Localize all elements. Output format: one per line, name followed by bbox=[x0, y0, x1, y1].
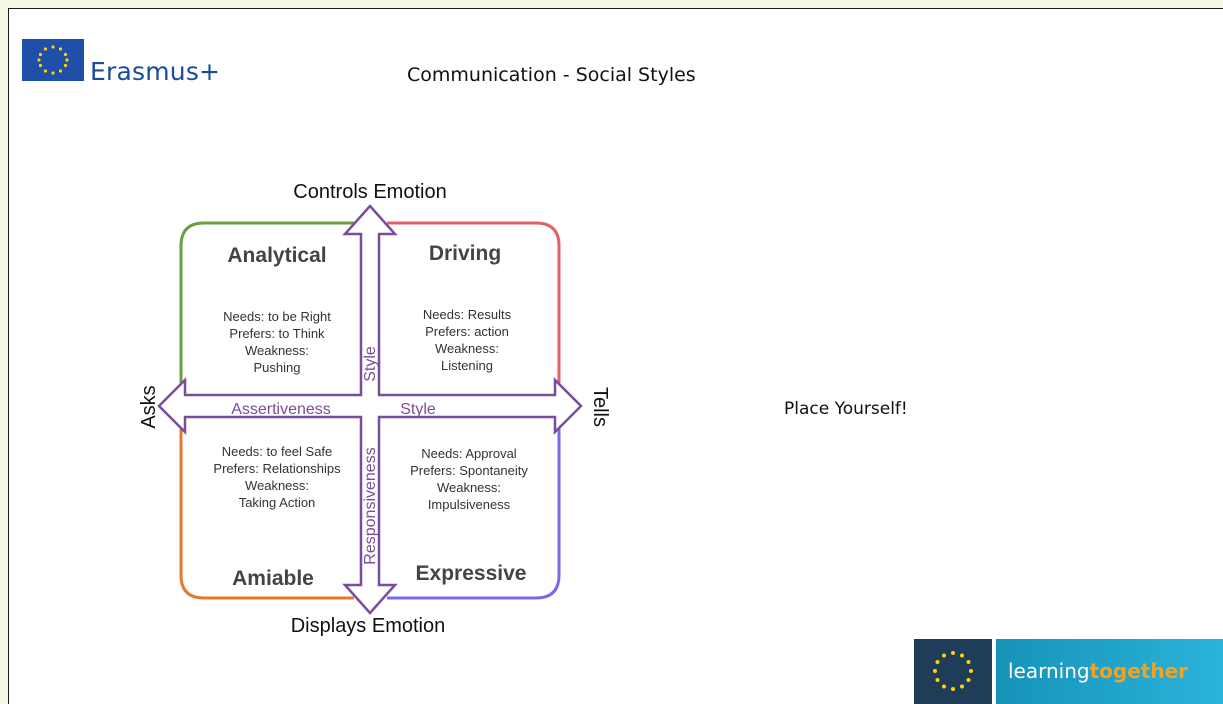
bottom-label: Displays Emotion bbox=[291, 615, 446, 637]
expressive-border bbox=[387, 417, 561, 600]
driving-border bbox=[387, 221, 561, 395]
learning-together-logo: learningtogether bbox=[914, 639, 1223, 704]
page-title: Communication - Social Styles bbox=[407, 64, 696, 86]
learning-together-text: learningtogether bbox=[1008, 659, 1188, 683]
amiable-line: Needs: to feel Safe bbox=[222, 444, 333, 459]
amiable-title: Amiable bbox=[232, 567, 314, 590]
driving-line: Prefers: action bbox=[425, 324, 509, 339]
analytical-border bbox=[179, 221, 354, 395]
analytical-line: Needs: to be Right bbox=[223, 309, 331, 324]
driving-line: Weakness: bbox=[435, 341, 499, 356]
brand-bold-text: together bbox=[1089, 659, 1189, 683]
right-label: Tells bbox=[589, 387, 611, 427]
driving-line: Needs: Results bbox=[423, 307, 512, 322]
analytical-line: Weakness: bbox=[245, 343, 309, 358]
expressive-line: Impulsiveness bbox=[428, 497, 511, 512]
social-styles-diagram: Controls Emotion Displays Emotion Asks T… bbox=[138, 181, 611, 637]
analytical-title: Analytical bbox=[227, 244, 326, 267]
amiable-border bbox=[179, 417, 354, 600]
erasmus-logo-text: Erasmus+ bbox=[90, 57, 221, 86]
amiable-line: Taking Action bbox=[239, 495, 316, 510]
eu-flag-icon bbox=[22, 39, 84, 81]
expressive-line: Weakness: bbox=[437, 480, 501, 495]
vertical-style-label: Style bbox=[362, 346, 379, 382]
amiable-line: Prefers: Relationships bbox=[213, 461, 341, 476]
expressive-line: Needs: Approval bbox=[421, 446, 517, 461]
expressive-title: Expressive bbox=[416, 562, 527, 585]
analytical-line: Prefers: to Think bbox=[229, 326, 325, 341]
slide: Erasmus+ Communication - Social Styles C… bbox=[8, 8, 1223, 704]
left-label: Asks bbox=[138, 385, 160, 428]
place-yourself-text: Place Yourself! bbox=[784, 399, 908, 419]
analytical-line: Pushing bbox=[254, 360, 301, 375]
axes-arrows bbox=[157, 204, 583, 615]
expressive-line: Prefers: Spontaneity bbox=[410, 463, 528, 478]
top-label: Controls Emotion bbox=[293, 181, 446, 203]
driving-line: Listening bbox=[441, 358, 493, 373]
learning-together-banner: learningtogether bbox=[996, 639, 1223, 704]
eu-stars-icon bbox=[914, 639, 992, 704]
brand-light-text: learning bbox=[1008, 659, 1090, 683]
responsiveness-label: Responsiveness bbox=[362, 447, 379, 564]
driving-title: Driving bbox=[429, 242, 501, 265]
assertiveness-label: Assertiveness bbox=[231, 401, 331, 418]
amiable-line: Weakness: bbox=[245, 478, 309, 493]
assertiveness-style-label: Style bbox=[400, 401, 436, 418]
